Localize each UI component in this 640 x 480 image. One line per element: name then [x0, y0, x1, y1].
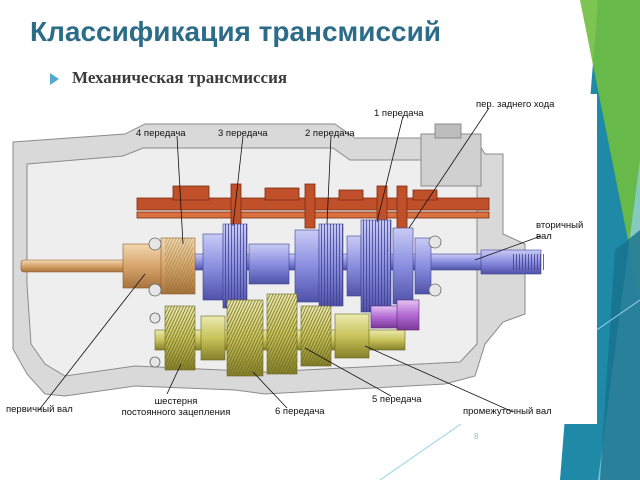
primary-shaft	[20, 237, 196, 295]
label-gear-3: 3 передача	[218, 128, 268, 139]
bearings	[148, 235, 442, 368]
reverse-gear	[370, 299, 420, 331]
leader-lines	[38, 107, 542, 413]
gearbox-diagram	[5, 94, 597, 424]
intermediate-shaft	[154, 293, 406, 377]
shift-fork-rails	[136, 183, 490, 233]
bullet-arrow-icon	[50, 73, 59, 85]
label-gear-2: 2 передача	[305, 128, 355, 139]
label-gear-5: 5 передача	[372, 394, 422, 405]
label-secondary-shaft-line1: вторичный	[536, 220, 584, 231]
label-primary-shaft: первичный вал	[6, 404, 73, 415]
secondary-shaft-gears	[202, 219, 432, 313]
label-constant-mesh-gear: шестерня постоянного зацепления	[106, 396, 246, 418]
decor-facet-green	[580, 0, 640, 300]
label-secondary-shaft-line2: вал	[536, 231, 552, 242]
label-constant-mesh-line1: шестерня	[154, 396, 198, 407]
label-secondary-shaft: вторичный вал	[536, 220, 583, 242]
label-gear-4: 4 передача	[136, 128, 186, 139]
label-gear-6: 6 передача	[275, 406, 325, 417]
bullet-text: Механическая трансмиссия	[72, 68, 288, 87]
label-intermediate-shaft: промежуточный вал	[463, 406, 552, 417]
slide-title: Классификация трансмиссий	[30, 16, 442, 47]
label-gear-1: 1 передача	[374, 108, 424, 119]
page-number: 8	[474, 432, 479, 441]
label-constant-mesh-line2: постоянного зацепления	[121, 407, 231, 418]
label-reverse-gear: пер. заднего хода	[476, 99, 555, 110]
decor-facet-dark	[600, 230, 640, 480]
